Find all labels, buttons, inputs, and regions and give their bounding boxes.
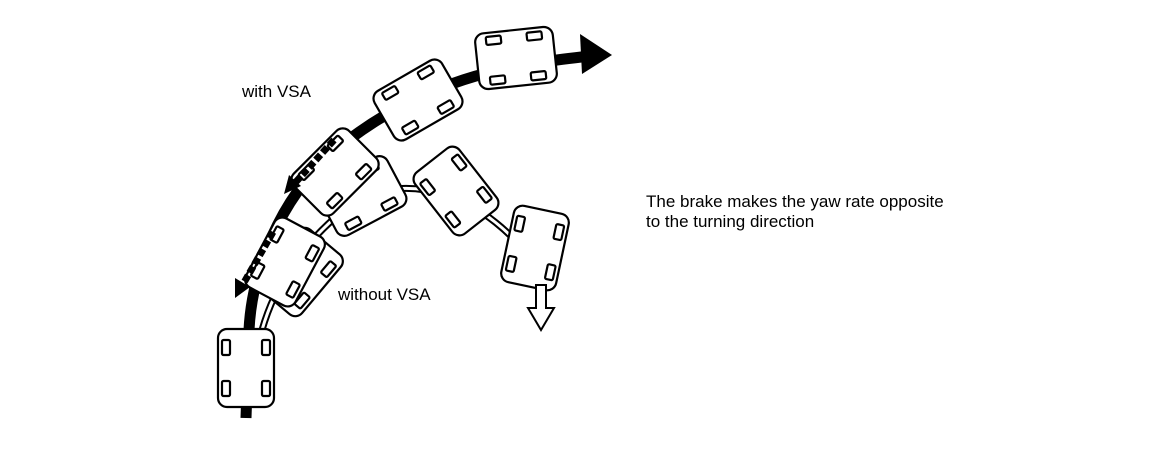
car-without-vsa-4 xyxy=(498,202,572,294)
brake-arrow-upper-icon xyxy=(284,137,337,194)
explanation-line-2: to the turning direction xyxy=(646,212,815,231)
with-vsa-arrow-icon xyxy=(580,34,612,74)
car-with-vsa-4 xyxy=(369,55,467,145)
car-without-vsa-3 xyxy=(408,141,504,241)
without-vsa-label: without VSA xyxy=(338,285,431,304)
explanation-line-1: The brake makes the yaw rate opposite xyxy=(646,192,944,211)
car-with-vsa-5 xyxy=(473,24,559,92)
without-vsa-arrow-icon xyxy=(526,284,556,332)
car-with-vsa-1 xyxy=(216,327,276,409)
with-vsa-label: with VSA xyxy=(242,82,311,101)
brake-arrow-lower-icon xyxy=(235,230,277,298)
